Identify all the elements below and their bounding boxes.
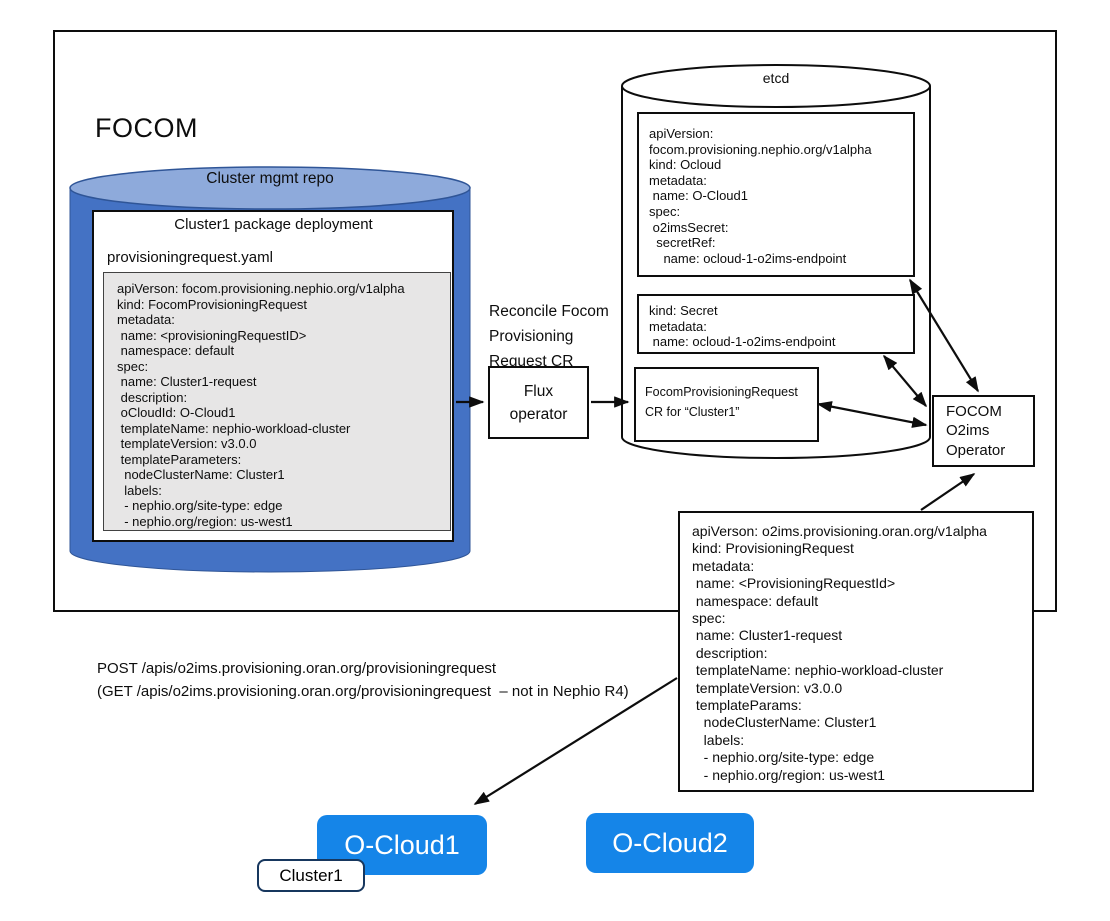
- repo-title: Cluster mgmt repo: [206, 170, 334, 187]
- focom-boundary-box: [53, 30, 1057, 612]
- flux-operator-box: Flux operator: [488, 366, 589, 439]
- arrow-secret-cr-operator: [883, 354, 927, 408]
- secret-cr-box: kind: Secret metadata: name: ocloud-1-o2…: [637, 294, 915, 354]
- arrow-request-yaml-to-operator: [920, 473, 976, 511]
- ocloud-cr-box: apiVersion: focom.provisioning.nephio.or…: [637, 112, 915, 277]
- package-deployment-title: Cluster1 package deployment: [174, 216, 373, 233]
- api-endpoints-note: POST /apis/o2ims.provisioning.oran.org/p…: [97, 660, 629, 700]
- focom-provisioning-request-cr-box: FocomProvisioningRequest CR for “Cluster…: [634, 367, 819, 442]
- arrow-ocloud-cr-operator: [909, 278, 979, 393]
- provisioningrequest-file-label: provisioningrequest.yaml: [107, 249, 273, 266]
- arrow-to-ocloud1: [473, 677, 678, 805]
- arrow-focom-pr-cr-operator: [816, 401, 928, 428]
- cluster1-node: Cluster1: [257, 859, 365, 892]
- etcd-title: etcd: [762, 70, 790, 86]
- o2ims-provisioning-request-yaml-box: apiVerson: o2ims.provisioning.oran.org/v…: [678, 511, 1034, 792]
- focom-o2ims-operator-box: FOCOM O2ims Operator: [932, 395, 1035, 467]
- ocloud2-node: O-Cloud2: [586, 813, 754, 873]
- focom-provisioning-request-yaml: apiVerson: focom.provisioning.nephio.org…: [103, 272, 451, 531]
- reconcile-note: Reconcile Focom Provisioning Request CR: [489, 303, 609, 370]
- focom-title: FOCOM: [95, 113, 198, 143]
